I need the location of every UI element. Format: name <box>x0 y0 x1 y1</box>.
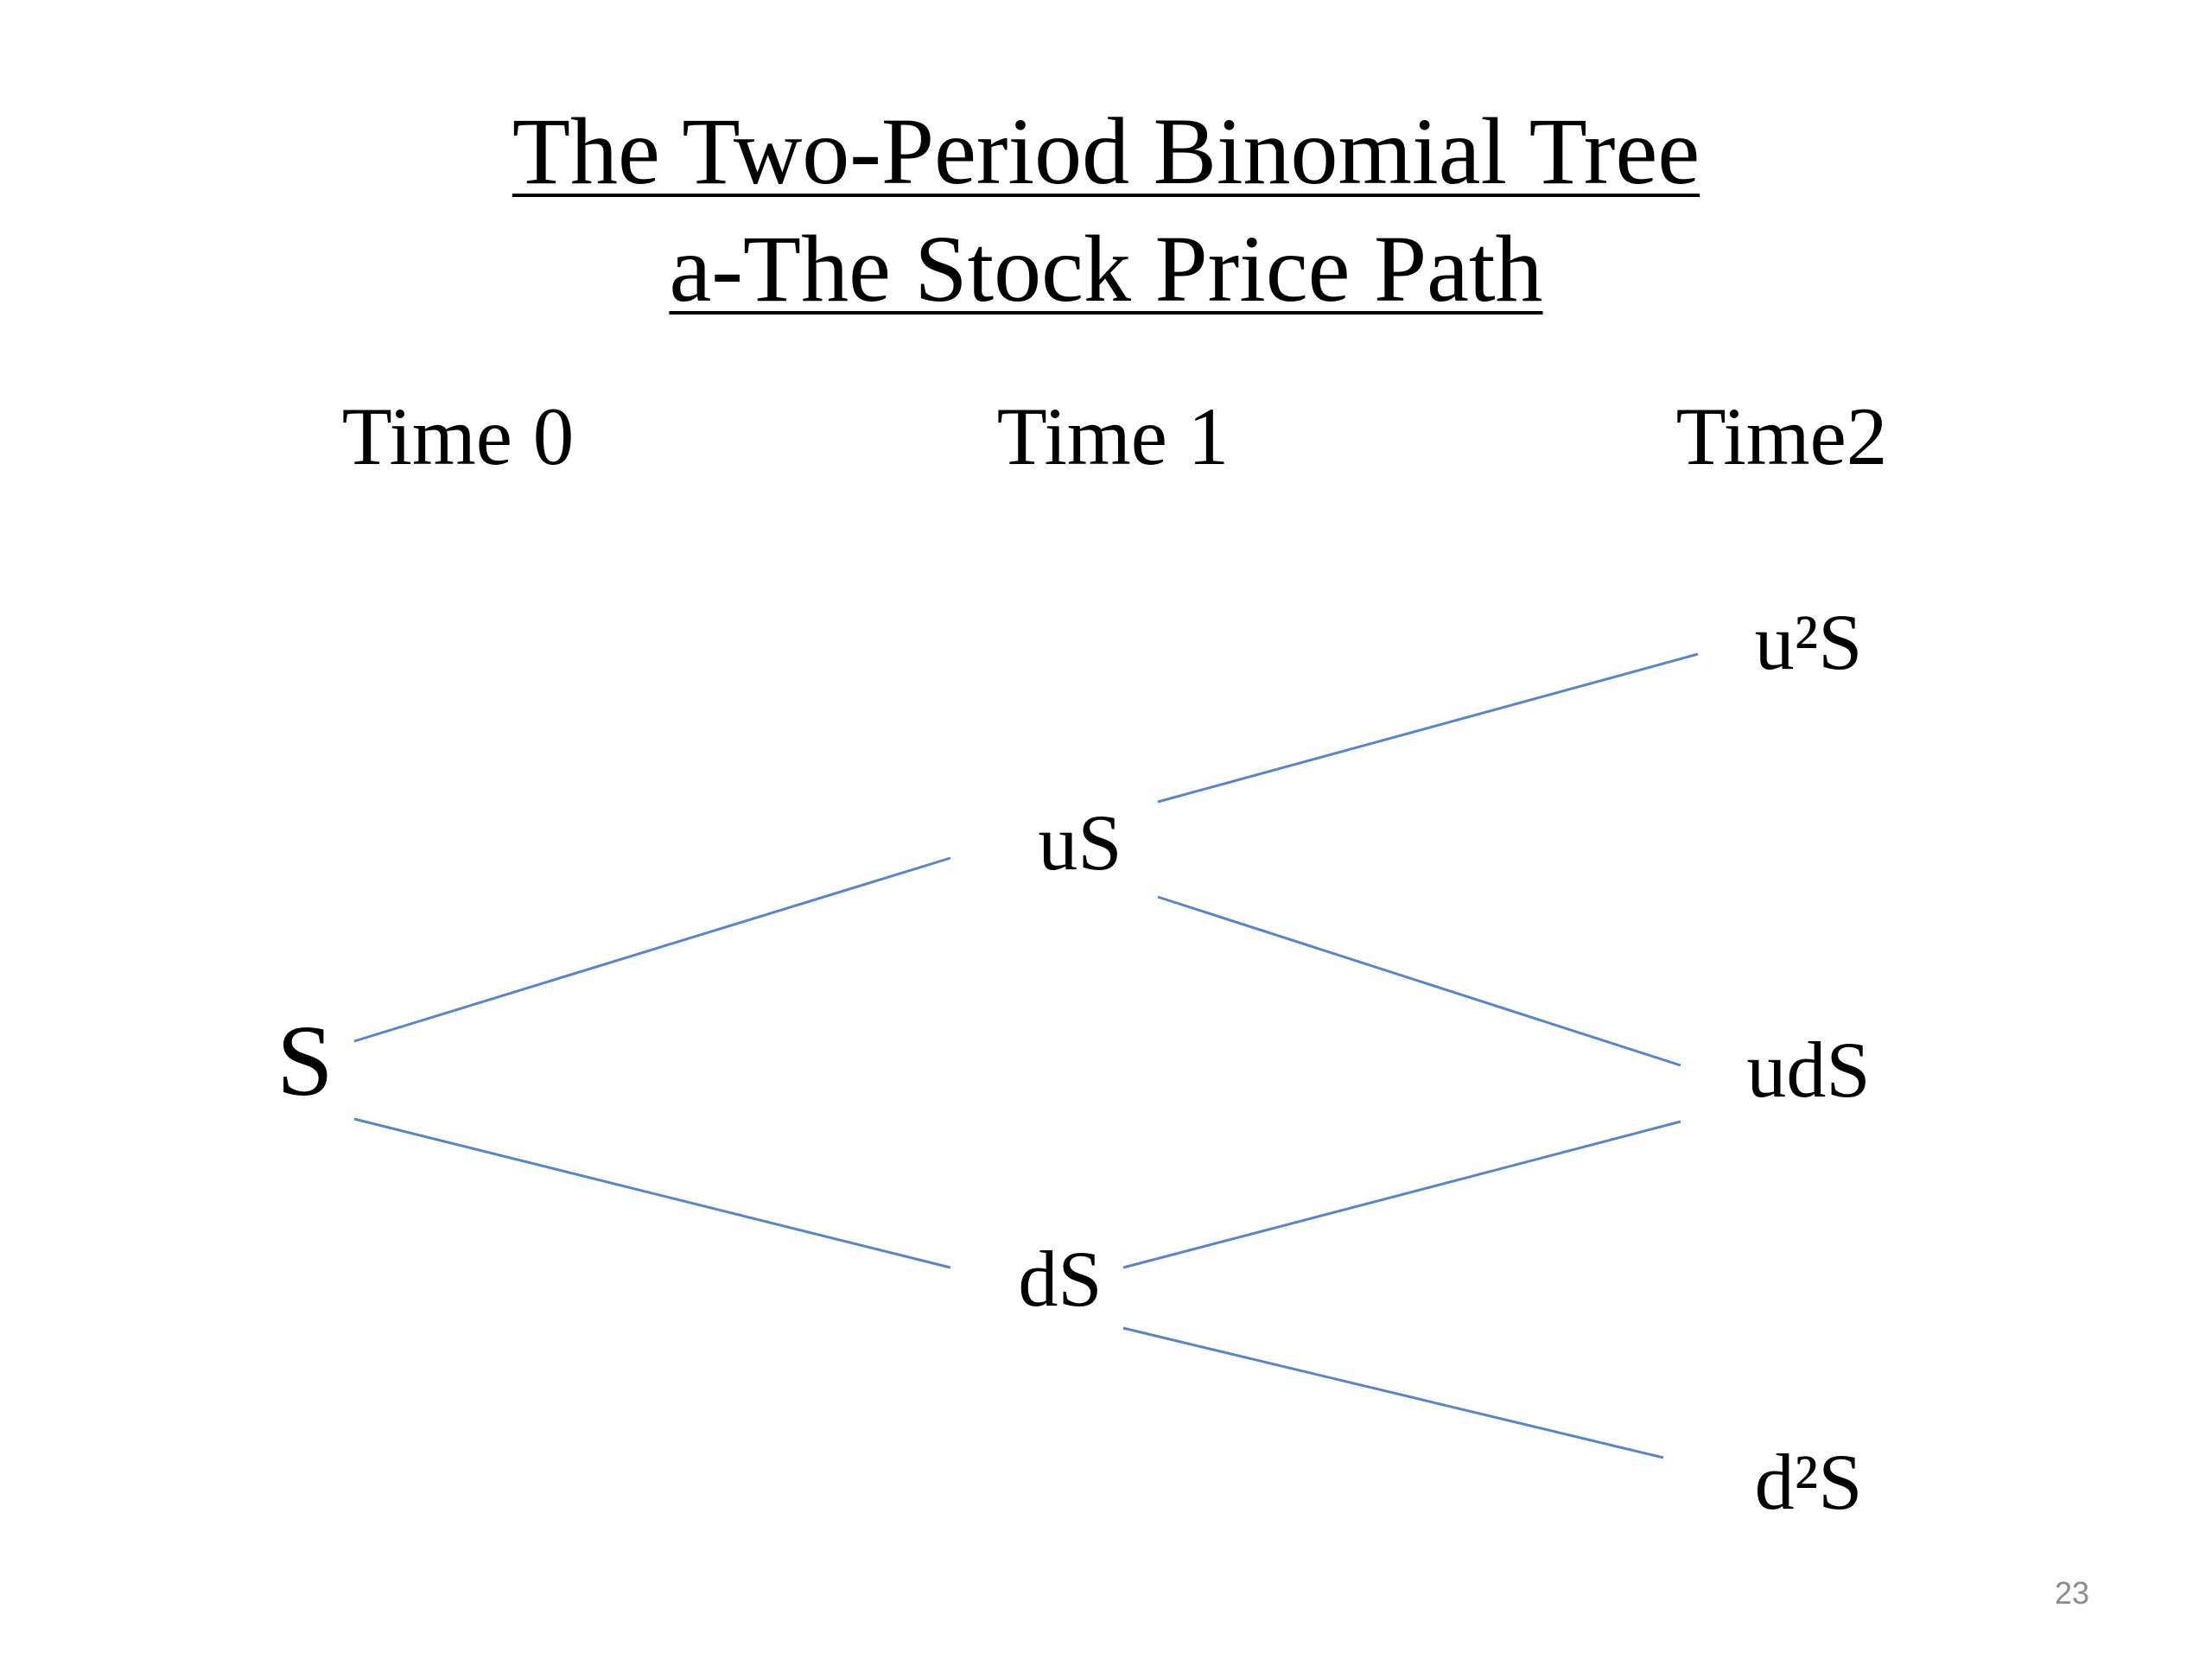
node-u2s: u²S <box>1754 598 1863 686</box>
edge-us-uds <box>1157 895 1681 1067</box>
node-ds: dS <box>1018 1235 1103 1323</box>
time-label-1: Time 1 <box>996 391 1230 482</box>
time-label-2: Time2 <box>1675 391 1888 482</box>
edge-us-u2s <box>1157 652 1699 804</box>
time-label-0: Time 0 <box>341 391 575 482</box>
node-d2s: d²S <box>1754 1438 1863 1526</box>
node-us: uS <box>1038 798 1122 887</box>
title-text-1: The Two-Period Binomial Tree <box>512 99 1700 204</box>
title-line-2: a-The Stock Price Path <box>0 221 2212 316</box>
edge-s-us <box>353 856 951 1043</box>
page-number: 23 <box>2055 1575 2090 1611</box>
edge-s-ds <box>353 1117 951 1269</box>
node-s: S <box>276 1004 334 1117</box>
node-uds: udS <box>1746 1026 1871 1114</box>
title-line-1: The Two-Period Binomial Tree <box>0 104 2212 199</box>
title-text-2: a-The Stock Price Path <box>669 216 1543 321</box>
edge-ds-uds <box>1122 1120 1681 1269</box>
edge-ds-d2s <box>1122 1326 1664 1459</box>
